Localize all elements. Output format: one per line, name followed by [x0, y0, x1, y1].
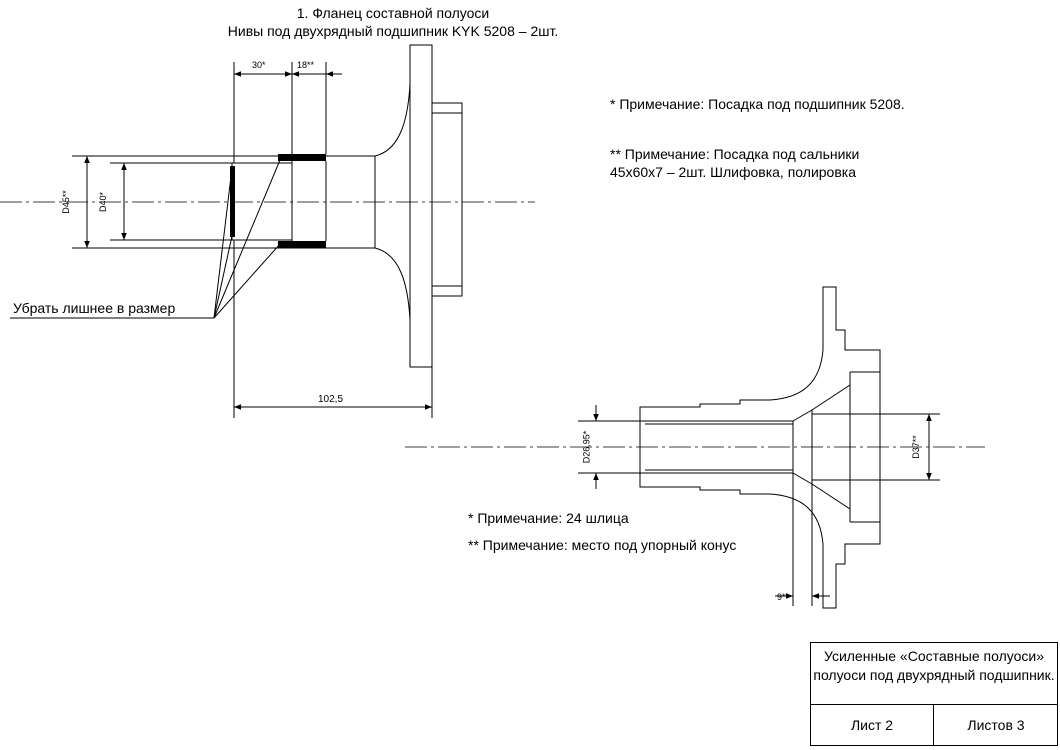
title-block: Усиленные «Составные полуоси» полуоси по…: [810, 642, 1058, 746]
part1-note-1: * Примечание: Посадка под подшипник 5208…: [610, 96, 905, 112]
title-block-sheet: Лист 2: [811, 705, 934, 746]
part2-hub-drawing: [405, 286, 985, 609]
stock-bottom: [278, 241, 326, 248]
part2-note-2: ** Примечание: место под упорный конус: [468, 537, 737, 553]
part1-note-3: 45x60x7 – 2шт. Шлифовка, полировка: [610, 164, 856, 180]
title-block-name: Усиленные «Составные полуоси» полуоси по…: [811, 643, 1057, 705]
part1-flange-drawing: [0, 44, 535, 418]
stock-end: [230, 166, 235, 237]
stock-top: [278, 154, 326, 161]
part1-callout: Убрать лишнее в размер: [13, 300, 176, 316]
drawing-title-line2: Нивы под двухрядный подшипник KYK 5208 –…: [227, 23, 559, 39]
part2-dim-d37: D37**: [910, 435, 921, 459]
part2-note-1: * Примечание: 24 шлица: [468, 510, 629, 526]
part1-dim-30: 30*: [252, 60, 266, 70]
title-block-sheets: Листов 3: [967, 717, 1025, 733]
part1-dim-length: 102,5: [318, 394, 344, 405]
part1-dim-d45: D45**: [60, 190, 71, 214]
part1-dim-d40: D40*: [98, 191, 109, 213]
part1-dim-18: 18**: [297, 60, 315, 70]
part1-note-2: ** Примечание: Посадка под сальники: [610, 146, 860, 162]
drawing-title-line1: 1. Фланец составной полуоси: [296, 5, 490, 21]
part2-dim-d2695: D26,95*: [580, 430, 591, 464]
part2-dim-9: 9**: [777, 592, 790, 602]
